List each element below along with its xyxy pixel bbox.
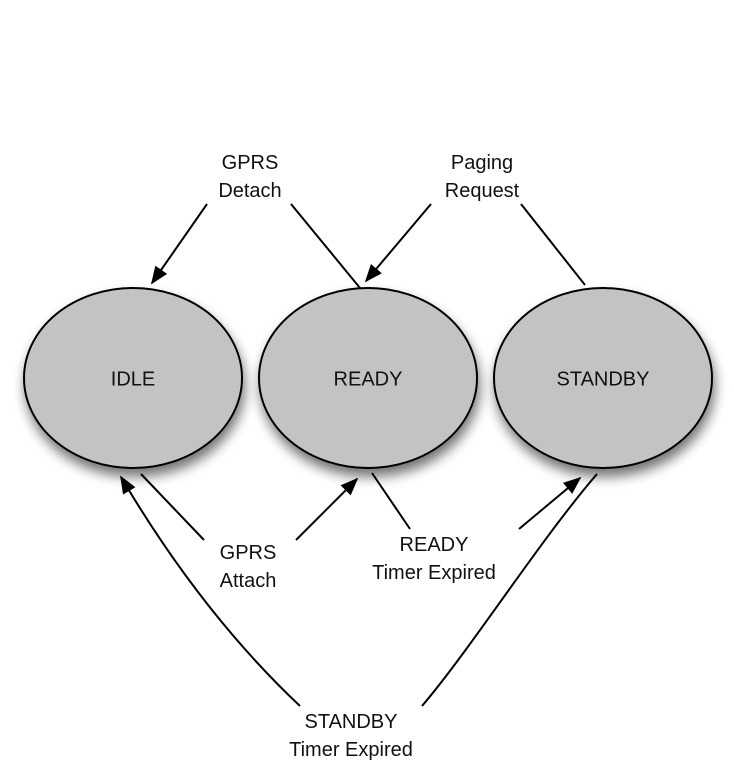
state-idle: IDLE <box>23 287 243 469</box>
standby-timer-expired-label-line2: Timer Expired <box>289 739 413 761</box>
state-ready-shape <box>258 287 478 469</box>
transition-gprs-attach: GPRS Attach <box>140 473 359 592</box>
gprs-attach-label-line2: Attach <box>220 570 277 592</box>
standby-timer-expired-arrow <box>120 475 301 707</box>
gprs-detach-tail-line <box>290 203 361 289</box>
ready-timer-expired-label-line1: READY <box>400 534 469 556</box>
state-ready-label: READY <box>334 368 403 390</box>
state-standby-label: STANDBY <box>557 368 650 390</box>
ready-timer-expired-label-line2: Timer Expired <box>372 562 496 584</box>
gprs-detach-label-line1: GPRS <box>222 152 279 174</box>
state-idle-shape <box>23 287 243 469</box>
standby-timer-expired-tail-curve <box>421 473 598 707</box>
transition-standby-timer-expired: STANDBY Timer Expired <box>120 473 598 761</box>
gprs-detach-label-line2: Detach <box>218 180 281 202</box>
transition-paging-request: Paging Request <box>364 152 586 286</box>
gprs-attach-arrow <box>295 477 359 541</box>
state-standby-shape <box>493 287 713 469</box>
standby-timer-expired-label-line1: STANDBY <box>305 711 398 733</box>
transition-gprs-detach: GPRS Detach <box>150 152 361 289</box>
gprs-attach-label-line1: GPRS <box>220 542 277 564</box>
paging-request-label-line1: Paging <box>451 152 513 174</box>
gprs-detach-arrow <box>150 203 208 285</box>
state-idle-label: IDLE <box>111 368 155 390</box>
paging-request-label-line2: Request <box>445 180 520 202</box>
ready-timer-expired-tail-line <box>371 472 411 530</box>
state-standby: STANDBY <box>493 287 713 469</box>
transition-ready-timer-expired: READY Timer Expired <box>371 472 582 584</box>
paging-request-arrow <box>364 203 432 283</box>
state-ready: READY <box>258 287 478 469</box>
paging-request-tail-line <box>520 203 586 286</box>
ready-timer-expired-arrow <box>518 476 582 530</box>
gprs-attach-tail-line <box>140 473 205 541</box>
